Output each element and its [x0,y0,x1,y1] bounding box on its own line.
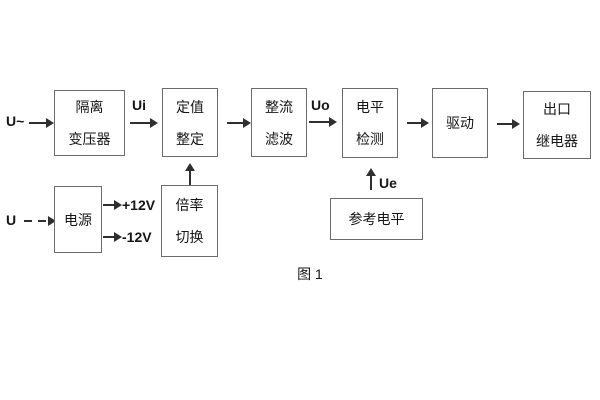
block-power-supply: 电源 [54,186,102,253]
ui-signal-label: Ui [132,97,146,113]
block-label: 驱动 [446,115,474,131]
block-level-detection: 电平 检测 [342,88,398,158]
block-label: 出口 [543,101,571,117]
uo-signal-label: Uo [311,97,330,113]
block-label: 整流 [265,98,293,115]
flow-arrow-right-dashed-icon [24,216,56,226]
block-ratio-switch: 倍率 切换 [161,185,218,257]
figure-caption: 图 1 [297,266,323,282]
block-label: 继电器 [536,133,578,149]
block-label: 参考电平 [348,211,405,227]
block-label: 电源 [64,211,92,228]
block-label: 滤波 [265,130,293,147]
block-label: 隔离 [75,99,104,115]
block-isolation-transformer: 隔离 变压器 [54,90,125,156]
ac-input-label: U~ [6,113,25,129]
flow-arrow-right-icon [103,232,122,242]
flow-arrow-right-icon [407,118,429,128]
block-label: 切换 [175,229,204,245]
flow-arrow-right-icon [227,118,251,128]
block-rectify-filter: 整流 滤波 [251,88,307,157]
block-label: 检测 [356,131,384,147]
block-driver: 驱动 [432,88,488,158]
block-label: 变压器 [68,131,111,147]
block-label: 电平 [356,99,384,115]
flow-arrow-up-icon [366,168,376,190]
block-label: 整定 [176,130,204,147]
dc-input-label: U [6,212,17,228]
flow-arrow-right-icon [497,119,520,129]
flow-arrow-right-icon [130,118,158,128]
block-output-relay: 出口 继电器 [523,91,591,159]
flow-arrow-right-icon [103,200,122,210]
neg-rail-label: -12V [122,229,152,245]
block-reference-level: 参考电平 [330,198,423,240]
flow-arrow-up-icon [185,163,195,185]
flow-arrow-right-icon [309,117,337,127]
block-setting-adjustment: 定值 整定 [162,88,218,157]
block-label: 倍率 [175,197,204,213]
flow-arrow-right-icon [29,118,54,128]
ue-signal-label: Ue [379,175,397,191]
block-label: 定值 [176,98,204,115]
pos-rail-label: +12V [122,197,156,213]
